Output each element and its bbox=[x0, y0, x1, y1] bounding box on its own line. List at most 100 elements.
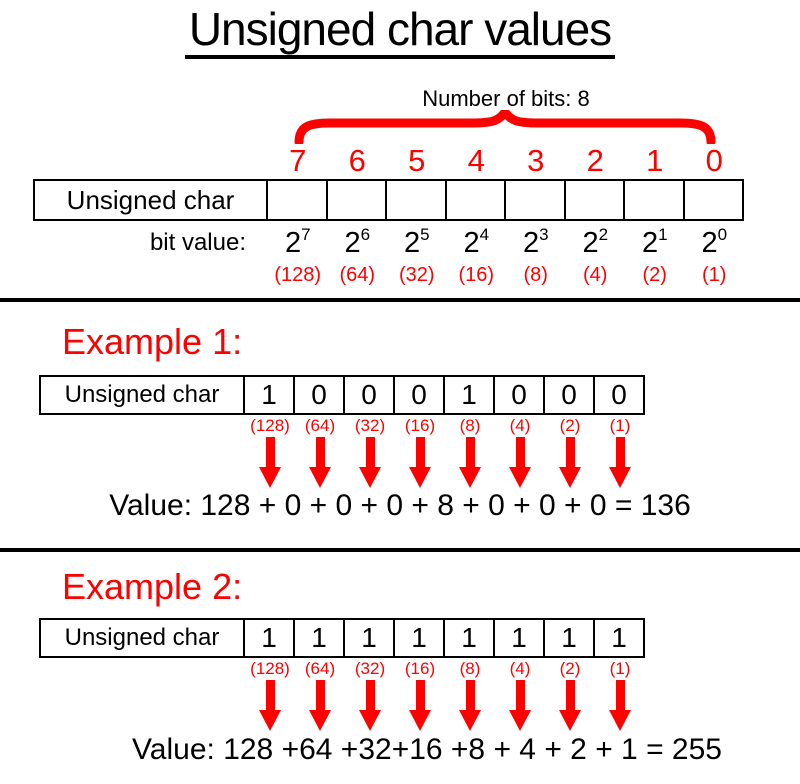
bit-cell: 0 bbox=[393, 375, 445, 415]
bit-cell: 1 bbox=[243, 375, 295, 415]
bit-cell bbox=[623, 179, 685, 221]
place-value-row: (128) (64) (32) (16) (8) (4) (2) (1) bbox=[268, 264, 744, 287]
place-value: (32) bbox=[354, 659, 386, 678]
place-value: (64) bbox=[304, 659, 336, 678]
bit-position: 4 bbox=[467, 143, 485, 178]
arrow-slot bbox=[495, 680, 545, 731]
arrow-row bbox=[245, 437, 645, 488]
section-divider bbox=[0, 548, 800, 552]
place-value: (8) bbox=[523, 264, 548, 286]
register-row-label: Unsigned char bbox=[39, 375, 245, 415]
power-of-two: 27 bbox=[284, 225, 311, 259]
number-of-bits-label: Number of bits: 8 bbox=[422, 86, 590, 111]
unsigned-char-register: Unsigned char bbox=[33, 179, 744, 221]
arrow-row bbox=[245, 680, 645, 731]
down-arrow-icon bbox=[459, 680, 481, 731]
arrow-slot bbox=[245, 680, 295, 731]
place-value-row: (128) (64) (32) (16) (8) (4) (2) (1) bbox=[245, 659, 645, 679]
example2-value-sum: Value: 128 +64 +32+16 +8 + 4 + 2 + 1 = 2… bbox=[132, 733, 722, 766]
arrow-slot bbox=[345, 437, 395, 488]
arrow-slot bbox=[595, 680, 645, 731]
arrow-slot bbox=[395, 437, 445, 488]
bit-cell: 1 bbox=[293, 618, 345, 658]
arrow-slot bbox=[545, 680, 595, 731]
place-value: (4) bbox=[509, 416, 531, 435]
bit-cell: 1 bbox=[343, 618, 395, 658]
bit-cell bbox=[563, 179, 625, 221]
power-of-two: 25 bbox=[403, 225, 430, 259]
down-arrow-icon bbox=[559, 437, 581, 488]
example2-register: Unsigned char 1 1 1 1 1 1 1 1 bbox=[39, 618, 645, 658]
bit-position: 3 bbox=[527, 143, 545, 178]
arrow-slot bbox=[395, 680, 445, 731]
bit-cell: 0 bbox=[293, 375, 345, 415]
bit-cell bbox=[385, 179, 447, 221]
place-value: (32) bbox=[354, 416, 386, 435]
power-of-two: 22 bbox=[582, 225, 609, 259]
title-row: Unsigned char values bbox=[0, 4, 800, 59]
bit-cell: 1 bbox=[593, 618, 645, 658]
down-arrow-icon bbox=[259, 437, 281, 488]
bit-cell: 1 bbox=[443, 375, 495, 415]
example1-value-sum: Value: 128 + 0 + 0 + 0 + 8 + 0 + 0 + 0 =… bbox=[109, 489, 691, 522]
place-value: (16) bbox=[404, 659, 436, 678]
power-of-two: 20 bbox=[701, 225, 728, 259]
place-value: (8) bbox=[459, 659, 481, 678]
bit-position: 1 bbox=[646, 143, 664, 178]
bit-cell bbox=[682, 179, 744, 221]
bit-cell: 1 bbox=[393, 618, 445, 658]
bit-cell: 1 bbox=[493, 618, 545, 658]
bit-cell: 0 bbox=[543, 375, 595, 415]
arrow-slot bbox=[495, 437, 545, 488]
arrow-slot bbox=[595, 437, 645, 488]
place-value: (64) bbox=[304, 416, 336, 435]
bit-position: 2 bbox=[586, 143, 604, 178]
bit-cell bbox=[504, 179, 566, 221]
power-of-two: 24 bbox=[463, 225, 490, 259]
bit-cell: 0 bbox=[593, 375, 645, 415]
bit-position: 6 bbox=[348, 143, 366, 178]
place-value: (16) bbox=[404, 416, 436, 435]
bit-cell bbox=[444, 179, 506, 221]
place-value: (4) bbox=[583, 264, 608, 286]
bit-cell: 0 bbox=[493, 375, 545, 415]
down-arrow-icon bbox=[259, 680, 281, 731]
down-arrow-icon bbox=[509, 437, 531, 488]
place-value: (2) bbox=[559, 659, 581, 678]
place-value: (1) bbox=[609, 416, 631, 435]
down-arrow-icon bbox=[509, 680, 531, 731]
place-value: (16) bbox=[458, 264, 495, 286]
down-arrow-icon bbox=[309, 437, 331, 488]
curly-brace-icon bbox=[294, 110, 716, 144]
power-of-two: 21 bbox=[641, 225, 668, 259]
bit-cell bbox=[266, 179, 328, 221]
place-value: (128) bbox=[274, 264, 322, 286]
place-value: (1) bbox=[702, 264, 727, 286]
bit-value-row: bit value: 27 26 25 24 23 22 21 20 bbox=[33, 226, 744, 260]
down-arrow-icon bbox=[359, 437, 381, 488]
down-arrow-icon bbox=[409, 680, 431, 731]
bit-cell: 1 bbox=[543, 618, 595, 658]
arrow-slot bbox=[295, 437, 345, 488]
place-value: (128) bbox=[250, 659, 290, 678]
arrow-slot bbox=[245, 437, 295, 488]
down-arrow-icon bbox=[609, 680, 631, 731]
bit-value-caption: bit value: bbox=[149, 229, 246, 256]
power-of-two: 23 bbox=[522, 225, 549, 259]
register-row-label: Unsigned char bbox=[33, 179, 268, 221]
arrow-slot bbox=[345, 680, 395, 731]
section-divider bbox=[0, 298, 800, 302]
arrow-slot bbox=[445, 680, 495, 731]
down-arrow-icon bbox=[609, 437, 631, 488]
down-arrow-icon bbox=[309, 680, 331, 731]
power-of-two: 26 bbox=[344, 225, 371, 259]
example1-register: Unsigned char 1 0 0 0 1 0 0 0 bbox=[39, 375, 645, 415]
register-row-label: Unsigned char bbox=[39, 618, 245, 658]
place-value: (1) bbox=[609, 659, 631, 678]
bit-cell: 1 bbox=[243, 618, 295, 658]
arrow-slot bbox=[445, 437, 495, 488]
place-value: (2) bbox=[642, 264, 667, 286]
page-title: Unsigned char values bbox=[184, 4, 616, 59]
bit-position: 5 bbox=[408, 143, 426, 178]
